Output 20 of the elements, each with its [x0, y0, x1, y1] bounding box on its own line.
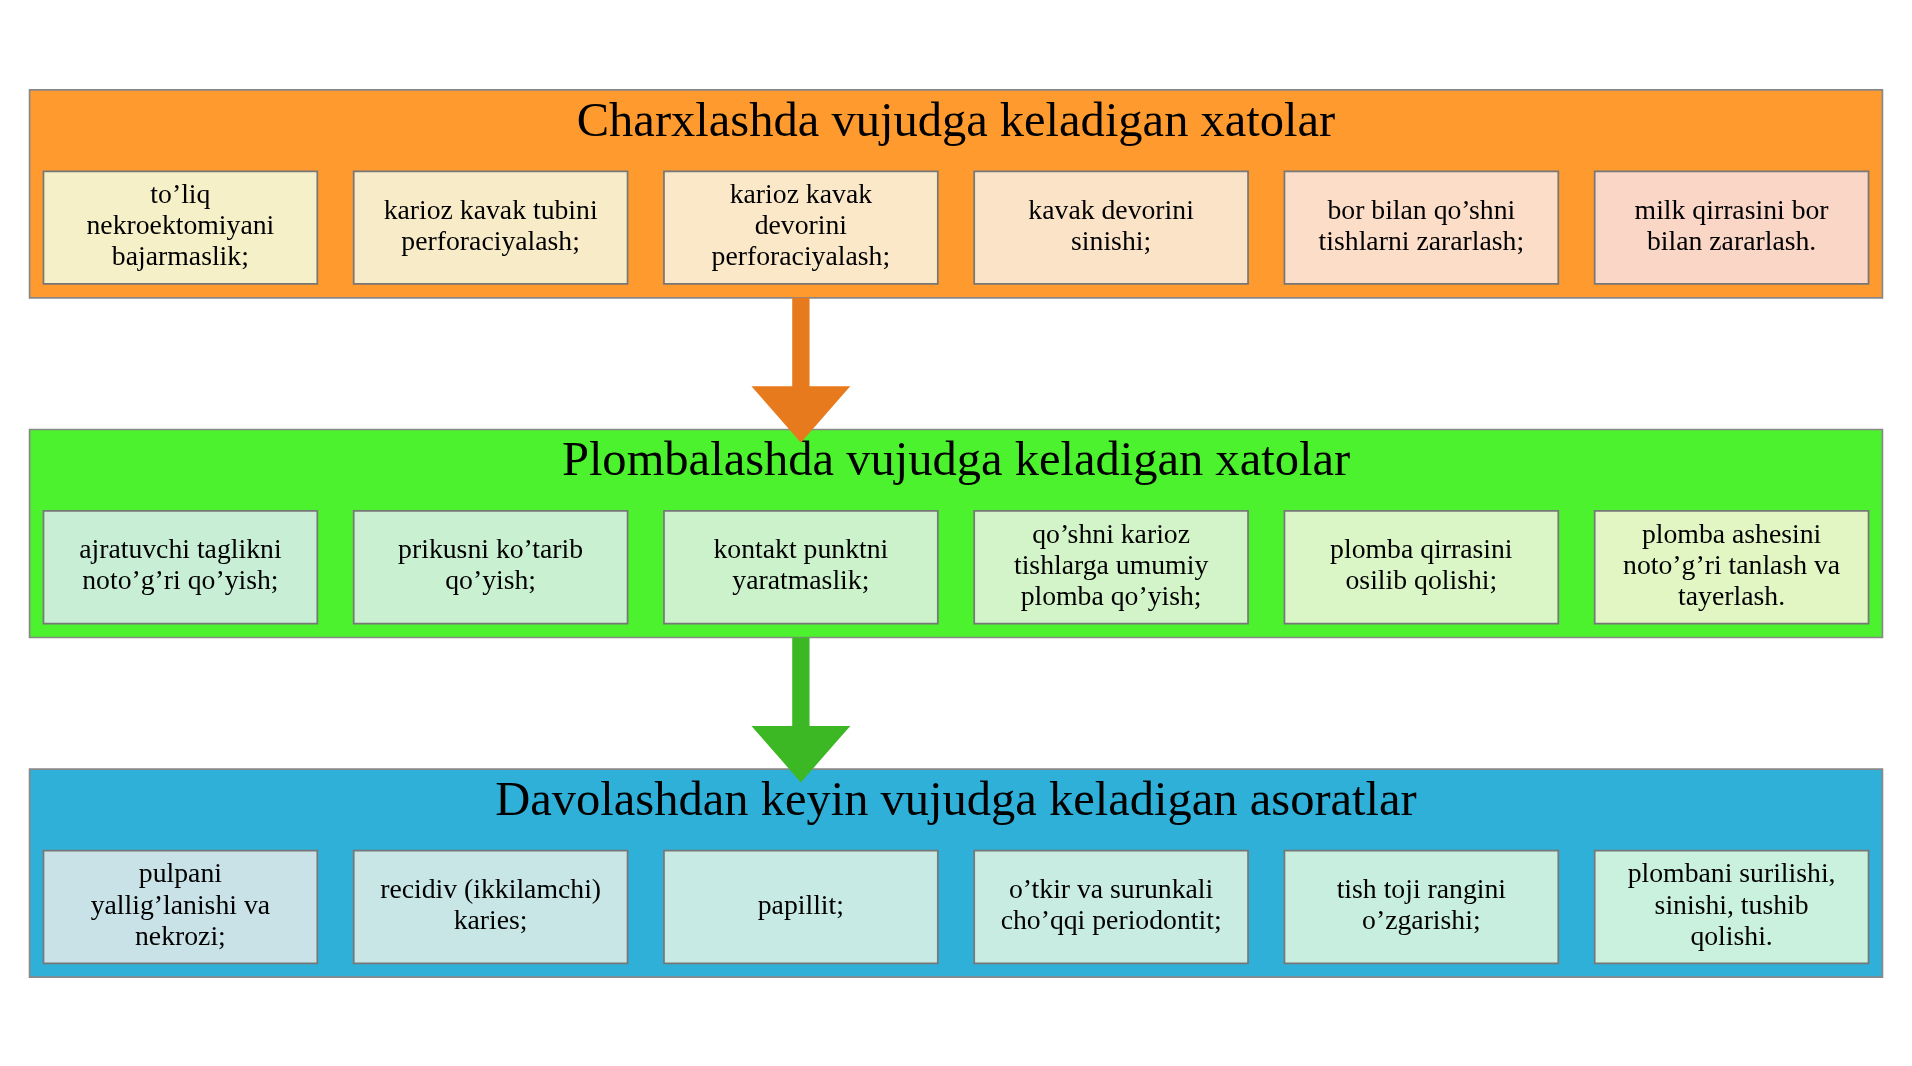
arrow: [751, 637, 851, 782]
node-box: kontakt punktni yaratmaslik;: [663, 509, 939, 624]
node-box: karioz kavak devorini perforaciyalash;: [663, 169, 939, 285]
node-box: milk qirrasini bor bilan zararlash.: [1593, 169, 1870, 285]
node-box: ajratuvchi taglikni noto’g’ri qo’yish;: [42, 509, 319, 624]
node-box: plomba ashesini noto’g’ri tanlash va tayerlash.: [1593, 509, 1870, 624]
node-box: o’tkir va surunkali cho’qqi periodontit;: [973, 849, 1249, 964]
node-box: prikusni ko’tarib qo’yish;: [352, 509, 629, 624]
node-box: karioz kavak tubini perforaciyalash;: [352, 169, 629, 285]
node-box: to’liq nekroektomiyani bajarmaslik;: [42, 169, 319, 285]
node-box: bor bilan qo’shni tishlarni zararlash;: [1283, 169, 1560, 285]
arrow: [751, 297, 851, 443]
node-box: plomba qirrasini osilib qolishi;: [1283, 509, 1560, 624]
node-box: kavak devorini sinishi;: [973, 169, 1249, 285]
node-box: tish toji rangini o’zgarishi;: [1283, 849, 1560, 964]
node-box: qo’shni karioz tishlarga umumiy plomba qo’yish;: [973, 509, 1249, 624]
node-box: plombani surilishi, sinishi, tushib qolishi.: [1593, 849, 1870, 964]
node-box: recidiv (ikkilamchi) karies;: [352, 849, 629, 964]
node-box: papillit;: [663, 849, 939, 964]
node-box: pulpani yallig’lanishi va nekrozi;: [42, 849, 319, 964]
